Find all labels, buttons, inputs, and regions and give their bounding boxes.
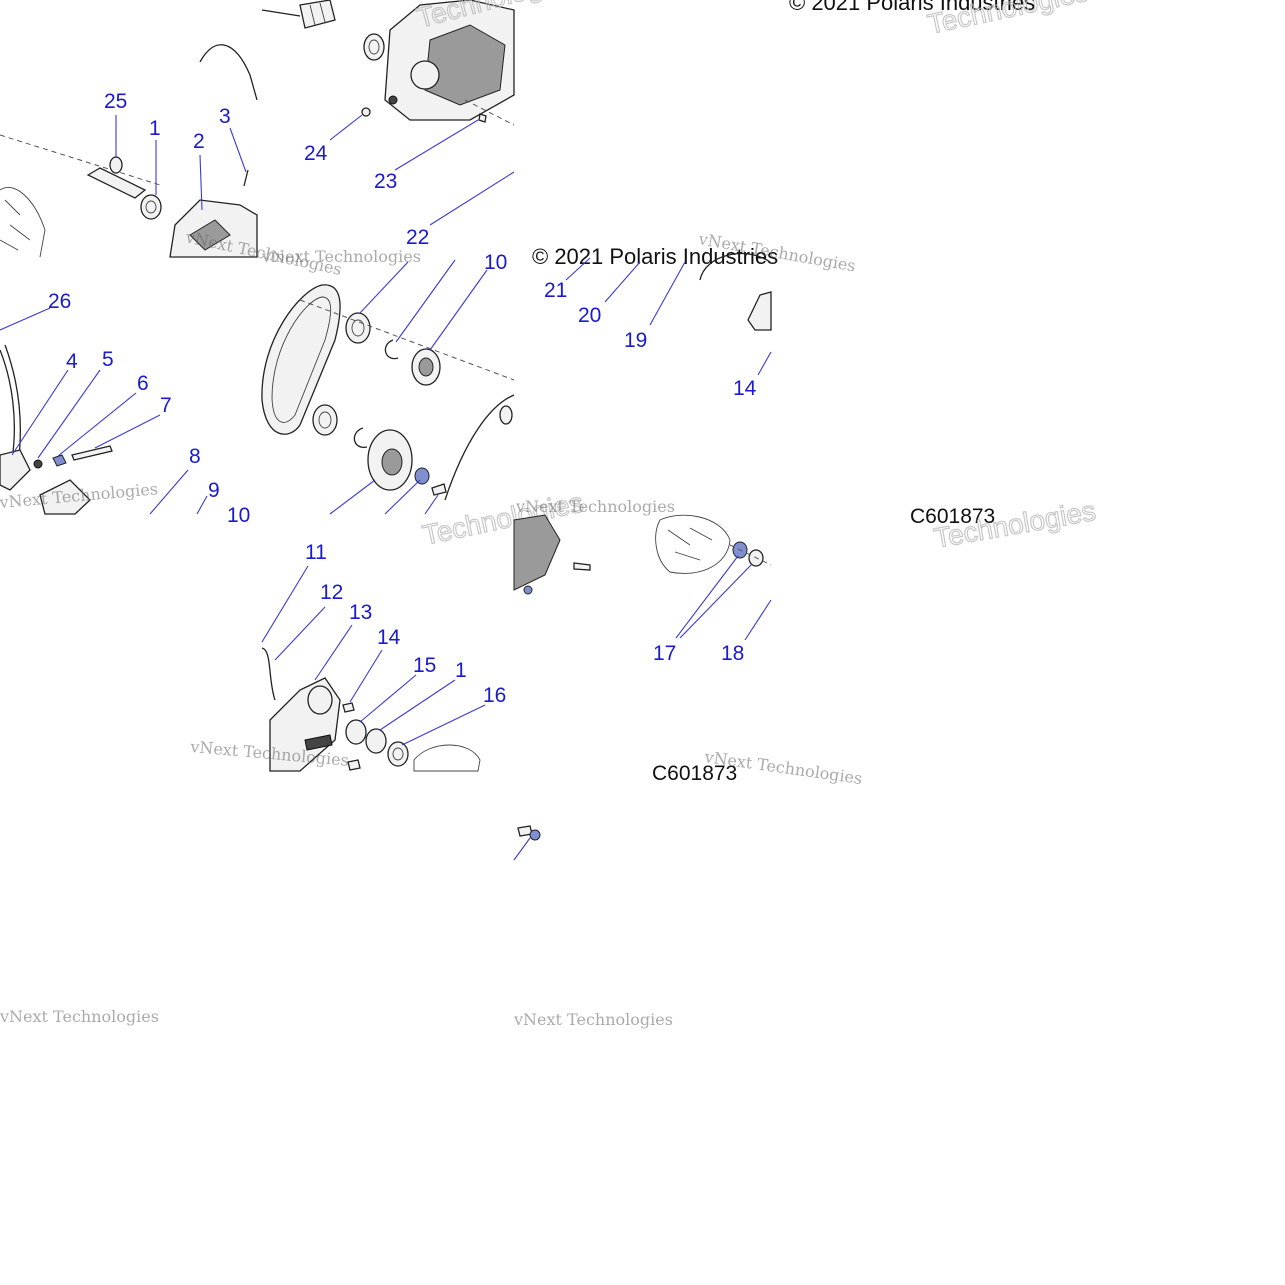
housing-seal <box>363 33 385 61</box>
callout-6: 6 <box>137 372 149 395</box>
axis-line <box>0 134 161 186</box>
cover-panel <box>513 514 561 591</box>
callout-7: 7 <box>160 394 172 417</box>
tile-lower-right: 17 18 C601873 vNext Technologies vNext T… <box>513 497 863 788</box>
gear-fragment-lower <box>413 744 481 772</box>
callout-13: 13 <box>349 601 372 624</box>
wire-lower <box>261 647 276 701</box>
watermark: vNext Technologies <box>261 247 421 266</box>
nut-blue <box>52 454 67 467</box>
callout-5: 5 <box>102 348 114 371</box>
tile-top-left: 25 1 2 3 vNext Technologies <box>0 44 344 279</box>
gear-fragment <box>0 187 46 258</box>
tile-far-right: C601873 Technologies <box>910 494 1099 554</box>
watermark: vNext Technologies <box>515 497 675 516</box>
tile-center: 10 vNext Technologies <box>261 247 515 515</box>
callout-16: 16 <box>483 684 506 707</box>
washer <box>33 459 43 469</box>
callout-12: 12 <box>320 581 343 604</box>
callout-26: 26 <box>48 290 71 313</box>
gear-right <box>655 514 731 574</box>
callout-15: 15 <box>413 654 436 677</box>
bolt-right <box>573 562 591 571</box>
nut <box>361 107 371 117</box>
callout-2: 2 <box>193 130 205 153</box>
watermark: Technologies <box>932 495 1098 554</box>
callout-11: 11 <box>305 541 327 564</box>
callout-14-right: 14 <box>733 377 757 400</box>
tile-bottom-left: vNext Technologies <box>0 1007 159 1026</box>
spline-end <box>299 0 336 29</box>
watermark: vNext Technologies <box>0 1007 159 1026</box>
snap-ring-lower <box>353 427 368 448</box>
bearing-lower <box>312 404 338 436</box>
tile-bottom: vNext Technologies <box>513 825 673 1029</box>
cover-fragment <box>747 291 772 331</box>
bolt <box>71 445 113 461</box>
copyright-top: © 2021 Polaris Industries <box>789 0 1035 15</box>
callout-8: 8 <box>189 445 201 468</box>
chain-fragment <box>444 394 515 501</box>
callout-1: 1 <box>149 117 161 140</box>
dowel-pin <box>478 113 487 123</box>
wire-harness <box>199 44 258 101</box>
drawing-code-lower: C601873 <box>652 762 737 785</box>
callout-21: 21 <box>544 279 567 302</box>
seal-15 <box>345 719 367 745</box>
callout-20: 20 <box>578 304 601 327</box>
mount-fragment <box>39 479 91 515</box>
watermark: Technologies <box>925 0 1091 40</box>
callout-9: 9 <box>208 479 220 502</box>
callout-10-left: 10 <box>227 504 250 527</box>
bracket <box>0 449 31 491</box>
belt-fragment <box>0 349 16 461</box>
callout-23: 23 <box>374 170 397 193</box>
callout-3: 3 <box>219 105 231 128</box>
callout-4: 4 <box>66 350 78 373</box>
bolt-small <box>431 483 447 496</box>
bearing-16 <box>387 741 409 767</box>
tile-middle-left: 26 4 5 6 7 8 9 10 vNext Technologies <box>0 290 250 527</box>
callout-1-lower: 1 <box>455 659 467 682</box>
seal <box>140 194 162 220</box>
seal-1 <box>365 728 387 754</box>
callout-22: 22 <box>406 226 429 249</box>
callout-14: 14 <box>377 626 401 649</box>
callout-17: 17 <box>653 642 676 665</box>
washer-blue <box>414 467 430 485</box>
gasket-fragment <box>699 253 771 281</box>
copyright-middle: © 2021 Polaris Industries <box>532 244 778 269</box>
callout-10: 10 <box>484 251 507 274</box>
bolt-lower <box>347 759 361 771</box>
drawing-code-upper: C601873 <box>910 505 995 528</box>
splined-shaft <box>86 167 147 199</box>
bolt-14 <box>342 702 355 713</box>
tile-middle-right: © 2021 Polaris Industries 21 20 19 14 vN… <box>532 229 857 400</box>
tile-top-right: © 2021 Polaris Industries Technologies <box>789 0 1092 40</box>
snap-ring-upper <box>384 339 399 360</box>
callout-18: 18 <box>721 642 744 665</box>
tile-top-middle: 24 23 22 Technologies <box>261 0 580 249</box>
bearing-upper <box>345 312 371 344</box>
o-ring <box>109 156 123 174</box>
callout-24: 24 <box>304 142 328 165</box>
watermark: vNext Technologies <box>513 1010 673 1029</box>
callout-25: 25 <box>104 90 127 113</box>
drive-belt <box>261 284 341 435</box>
callout-19: 19 <box>624 329 647 352</box>
